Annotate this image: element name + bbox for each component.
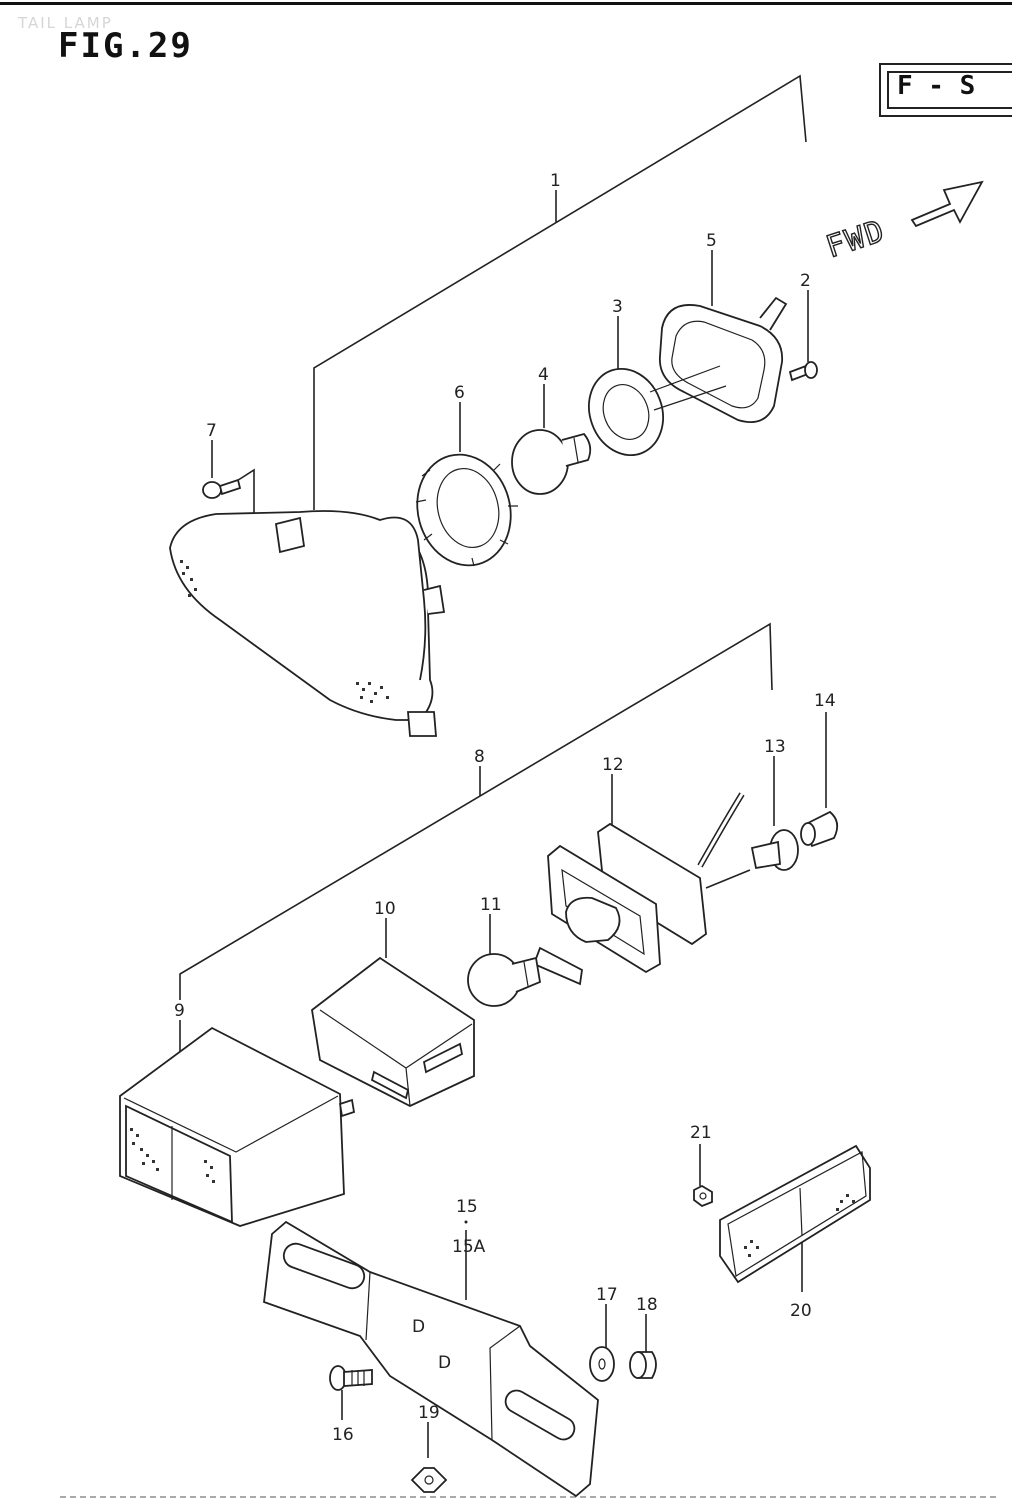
leader-13-tail: [705, 869, 751, 889]
callout-3: 3: [612, 297, 623, 317]
part-3-socket: [588, 365, 727, 457]
part-16-bolt: [329, 1365, 373, 1391]
frame-reference-text: F - S: [897, 71, 976, 101]
callout-16: 16: [332, 1425, 354, 1445]
frame-reference-inner: [887, 71, 1012, 109]
callout-15: 15: [456, 1197, 478, 1217]
part-20-reflector: [719, 1144, 871, 1284]
part-1-lamp-housing: [169, 510, 446, 737]
part-15-bracket: D D: [263, 1220, 599, 1498]
callout-2: 2: [800, 271, 811, 291]
part-2-screw: [788, 361, 818, 382]
callout-21: 21: [690, 1123, 712, 1143]
frame-reference-box: F - S: [879, 63, 1012, 117]
callout-9: 9: [174, 1001, 185, 1021]
top-border-line: [0, 2, 1012, 5]
leader-assembly-1: [313, 74, 807, 510]
section-title: TAIL LAMP: [18, 14, 113, 32]
part-18-collar: [629, 1351, 657, 1379]
bracket-hole-mark-upper: D: [412, 1317, 425, 1337]
callout-15A: 15A: [452, 1237, 486, 1257]
part-19-wing-nut: [410, 1467, 448, 1493]
part-10-inner-lens: [311, 956, 475, 1108]
forward-arrow-icon: [910, 180, 984, 228]
callout-14: 14: [814, 691, 836, 711]
callout-6: 6: [454, 383, 465, 403]
part-7-screw: [202, 478, 242, 499]
part-11-bulb: [467, 953, 542, 1007]
callout-11: 11: [480, 895, 502, 915]
leader-assembly-8: [179, 622, 773, 1000]
callout-10: 10: [374, 899, 396, 919]
callout-4: 4: [538, 365, 549, 385]
part-6-ring: [415, 453, 518, 567]
callout-7: 7: [206, 421, 217, 441]
callout-18: 18: [636, 1295, 658, 1315]
callout-5: 5: [706, 231, 717, 251]
part-17-washer: [589, 1346, 615, 1382]
part-4-bulb: [511, 429, 592, 495]
callout-19: 19: [418, 1403, 440, 1423]
callout-20: 20: [790, 1301, 812, 1321]
bracket-hole-mark-lower: D: [438, 1353, 451, 1373]
part-14-cap: [800, 810, 839, 848]
part-21-nut: [693, 1184, 713, 1208]
callout-17: 17: [596, 1285, 618, 1305]
callout-1: 1: [550, 171, 561, 191]
part-13-grommet: [750, 829, 799, 871]
callout-15-dot: [464, 1220, 468, 1224]
part-12-socket-plate: [532, 792, 745, 986]
callout-13: 13: [764, 737, 786, 757]
figure-title: FIG.29: [58, 26, 193, 66]
callout-8: 8: [474, 747, 485, 767]
callout-12: 12: [602, 755, 624, 775]
part-5-gasket: [659, 296, 788, 424]
part-9-lens-housing: [119, 1026, 356, 1227]
